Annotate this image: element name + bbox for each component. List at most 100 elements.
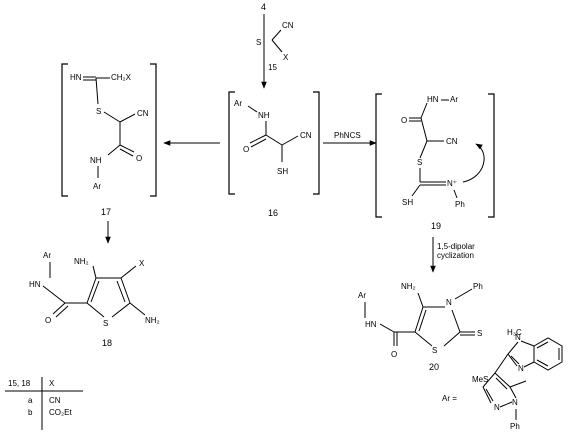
atom-label: SH bbox=[402, 198, 413, 207]
atom-label: O bbox=[45, 316, 51, 325]
bond bbox=[411, 184, 421, 197]
reagent-cyclization-line1: 1,5-dipolar bbox=[437, 242, 475, 251]
bond bbox=[86, 277, 97, 304]
atom-label: MeS bbox=[472, 375, 488, 384]
atom-label: Ar bbox=[43, 251, 51, 260]
bond bbox=[485, 388, 494, 402]
bond bbox=[119, 113, 136, 123]
bond bbox=[271, 39, 283, 53]
bond bbox=[494, 353, 509, 374]
ar-definition: N N H₃C N N MeS Ph Ar = bbox=[442, 328, 563, 431]
bond bbox=[419, 140, 428, 159]
atom-label: X bbox=[283, 53, 289, 62]
bracket-left bbox=[228, 91, 235, 195]
table-row-b-value: CO₂Et bbox=[49, 408, 72, 417]
bracket-left bbox=[375, 93, 382, 218]
atom-label: SH bbox=[277, 167, 288, 176]
atom-label: N bbox=[518, 364, 524, 373]
bond bbox=[247, 105, 258, 113]
bond bbox=[90, 280, 100, 303]
bracket-right bbox=[150, 63, 157, 197]
arrow-19-to-20: 1,5-dipolar cyclization bbox=[430, 237, 475, 273]
reagent-cyclization-line2: cyclization bbox=[437, 251, 474, 260]
atom-label: O bbox=[391, 350, 397, 359]
bond bbox=[103, 111, 121, 123]
atom-label: Ph bbox=[510, 422, 520, 431]
bond bbox=[42, 285, 66, 304]
bond bbox=[494, 372, 511, 388]
bond bbox=[507, 353, 518, 367]
bond bbox=[120, 265, 137, 279]
atom-label: Ph bbox=[473, 282, 483, 291]
curved-arrow bbox=[462, 143, 485, 183]
compound-17: HN CH₂X S CN O NH Ar 17 bbox=[61, 63, 157, 217]
bond bbox=[507, 341, 519, 355]
compound-18: Ar HN O S NH₂ X NH₂ 18 bbox=[29, 251, 160, 348]
atom-label: NH₂ bbox=[401, 282, 416, 291]
compound-20-label: 20 bbox=[429, 362, 439, 372]
atom-label: O bbox=[243, 145, 249, 154]
bond bbox=[92, 265, 97, 279]
atom-label: S bbox=[432, 346, 437, 355]
table-row-a-value: CN bbox=[49, 396, 61, 405]
atom-label: Ar bbox=[234, 99, 242, 108]
bond bbox=[482, 372, 496, 388]
bond bbox=[129, 302, 146, 316]
bond bbox=[520, 340, 535, 347]
compound-20: NH₂ Ph Ar HN O N S S 20 bbox=[358, 282, 483, 372]
atom-label: HN bbox=[427, 95, 439, 104]
bond bbox=[55, 305, 69, 318]
atom-label: NH₂ bbox=[74, 257, 89, 266]
atom-label: N bbox=[494, 403, 500, 412]
bond bbox=[379, 323, 395, 333]
atom-label: NH bbox=[258, 111, 270, 120]
reagent-phncs: PhNCS bbox=[334, 131, 361, 140]
compound-18-label: 18 bbox=[102, 338, 112, 348]
bond bbox=[120, 277, 131, 304]
atom-label: NH bbox=[90, 156, 102, 165]
bond bbox=[509, 380, 527, 388]
bond bbox=[453, 189, 458, 199]
atom-label: Ph bbox=[455, 200, 465, 209]
table-header-compounds: 15, 18 bbox=[8, 379, 31, 388]
atom-label: O bbox=[136, 154, 142, 163]
arrow-16-to-19: PhNCS bbox=[323, 131, 377, 146]
compound-17-label: 17 bbox=[101, 207, 111, 217]
atom-label: O bbox=[401, 116, 407, 125]
atom-label: N⁺ bbox=[447, 179, 457, 188]
bond bbox=[271, 29, 282, 41]
atom-label: N bbox=[512, 398, 518, 407]
atom-label: S bbox=[477, 329, 482, 338]
bond bbox=[86, 302, 105, 318]
bond bbox=[119, 144, 135, 153]
bracket-right bbox=[488, 93, 495, 218]
atom-label: NH₂ bbox=[145, 316, 160, 325]
bracket-left bbox=[61, 63, 68, 197]
bond bbox=[443, 331, 461, 347]
compound-15-label: 15 bbox=[268, 63, 277, 72]
bond bbox=[265, 134, 283, 146]
bond bbox=[414, 331, 433, 347]
bond bbox=[482, 386, 492, 404]
atom-label: S bbox=[103, 319, 108, 328]
bond bbox=[420, 117, 428, 142]
atom-label: HN bbox=[70, 73, 82, 82]
bracket-right bbox=[313, 91, 320, 195]
reagent-4-and-15: 4 S CN X 15 bbox=[256, 2, 294, 89]
bond bbox=[249, 134, 267, 144]
bond bbox=[536, 359, 549, 367]
compound-16: Ar NH O CN SH 16 bbox=[228, 91, 320, 218]
atom-label: Ar bbox=[450, 95, 458, 104]
atom-label: X bbox=[139, 259, 145, 268]
bond bbox=[420, 102, 428, 119]
atom-label: N bbox=[515, 333, 521, 342]
bond bbox=[451, 309, 461, 333]
atom-label: CN bbox=[282, 21, 294, 30]
bond bbox=[523, 361, 535, 368]
compound-19: HN Ar O CN S N⁺ Ph SH 19 bbox=[375, 93, 495, 231]
compound-16-label: 16 bbox=[268, 208, 278, 218]
bond bbox=[414, 306, 424, 333]
bond bbox=[499, 401, 513, 408]
bond bbox=[536, 341, 549, 349]
atom-label: N bbox=[446, 298, 452, 307]
